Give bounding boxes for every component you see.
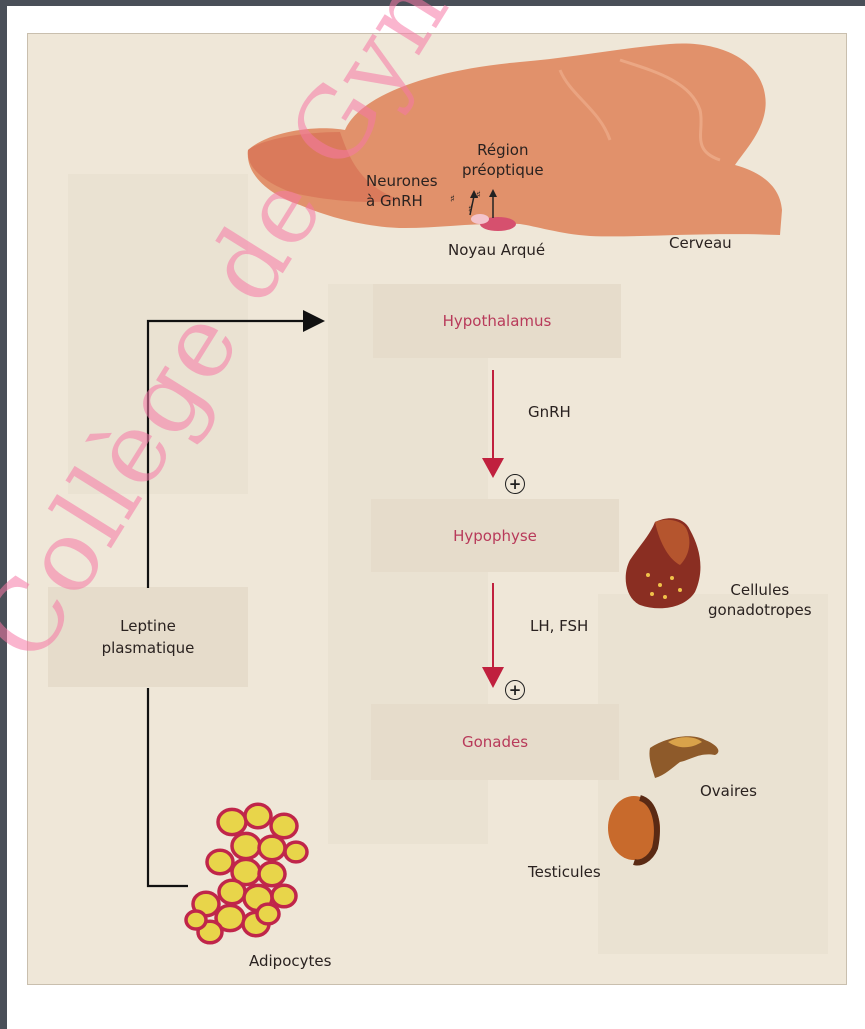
gnrh-arrow-label: GnRH — [528, 402, 571, 422]
svg-text:♯: ♯ — [476, 190, 481, 201]
adipocytes-illustration — [186, 804, 307, 943]
svg-text:♯: ♯ — [450, 194, 455, 205]
ovary-illustration — [649, 736, 718, 778]
adipocyte-cell — [207, 850, 233, 873]
gnrh-arrowhead — [482, 458, 504, 478]
plus-stimulation-icon: + — [505, 474, 525, 494]
adipocyte-cell — [232, 833, 260, 858]
noyau-arque-label: Noyau Arqué — [448, 240, 545, 260]
svg-text:♯: ♯ — [468, 204, 473, 215]
adipocyte-cell — [259, 836, 285, 859]
testis-illustration — [608, 796, 660, 862]
leptine-feedback-arrowhead — [303, 310, 325, 332]
adipocytes-label: Adipocytes — [249, 951, 331, 971]
lhfsh-arrow-label: LH, FSH — [530, 616, 588, 636]
pituitary-illustration — [626, 518, 701, 608]
adipocyte-cell — [272, 885, 296, 907]
ovaires-label: Ovaires — [700, 781, 757, 801]
adipocyte-cell — [257, 904, 279, 924]
adipocyte-cell — [259, 862, 285, 885]
plus-stimulation-icon: + — [505, 680, 525, 700]
adipocyte-cell — [219, 880, 245, 903]
gnrh-neurons-label: Neurones à GnRH — [366, 171, 438, 211]
cellules-gonadotropes-label: Cellules gonadotropes — [708, 580, 812, 620]
adipocytes-connector-line — [148, 688, 188, 886]
adipocyte-cell — [271, 814, 297, 837]
lhfsh-arrowhead — [482, 667, 504, 688]
adipocyte-cell — [186, 911, 206, 929]
cerveau-label: Cerveau — [669, 233, 732, 253]
adipocyte-cell — [218, 809, 246, 834]
leptine-feedback-line — [148, 321, 305, 588]
region-preoptique-label: Région préoptique — [462, 140, 544, 180]
adipocyte-cell — [245, 804, 271, 827]
adipocyte-cell — [285, 842, 307, 862]
testicules-label: Testicules — [528, 862, 601, 882]
